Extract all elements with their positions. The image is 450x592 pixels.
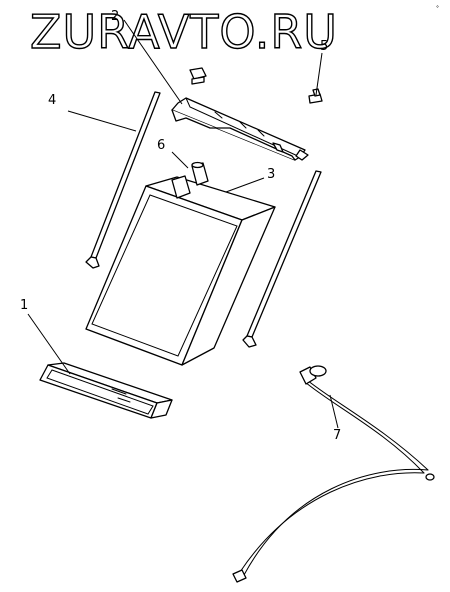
part-3-battery [85, 161, 276, 366]
corner-mark: ° [436, 5, 439, 12]
leader-1 [27, 313, 71, 375]
part-7-cable [232, 365, 435, 583]
leader-5 [315, 52, 323, 96]
callout-4: 4 [48, 93, 56, 108]
leader-3 [225, 177, 265, 193]
callout-6: 6 [157, 138, 165, 153]
callout-2: 2 [111, 9, 119, 24]
callout-1: 1 [20, 298, 28, 313]
part-2-top-bracket [171, 97, 309, 161]
part-1-battery-tray [39, 362, 173, 419]
part-4-left-rod [85, 91, 161, 269]
part-5-clip-left [189, 67, 207, 85]
part-5-clip-right [308, 88, 323, 104]
leader-2 [123, 19, 183, 105]
leader-7 [329, 394, 339, 429]
part-6-vent-fitting [171, 161, 209, 199]
callout-7: 7 [333, 428, 341, 443]
callout-5: 5 [320, 39, 328, 54]
leader-4 [67, 110, 137, 132]
leader-6 [171, 151, 189, 169]
watermark-text: ZURAVTO.RU [30, 5, 338, 59]
part-4-right-rod [242, 170, 322, 348]
callout-3: 3 [267, 167, 275, 182]
